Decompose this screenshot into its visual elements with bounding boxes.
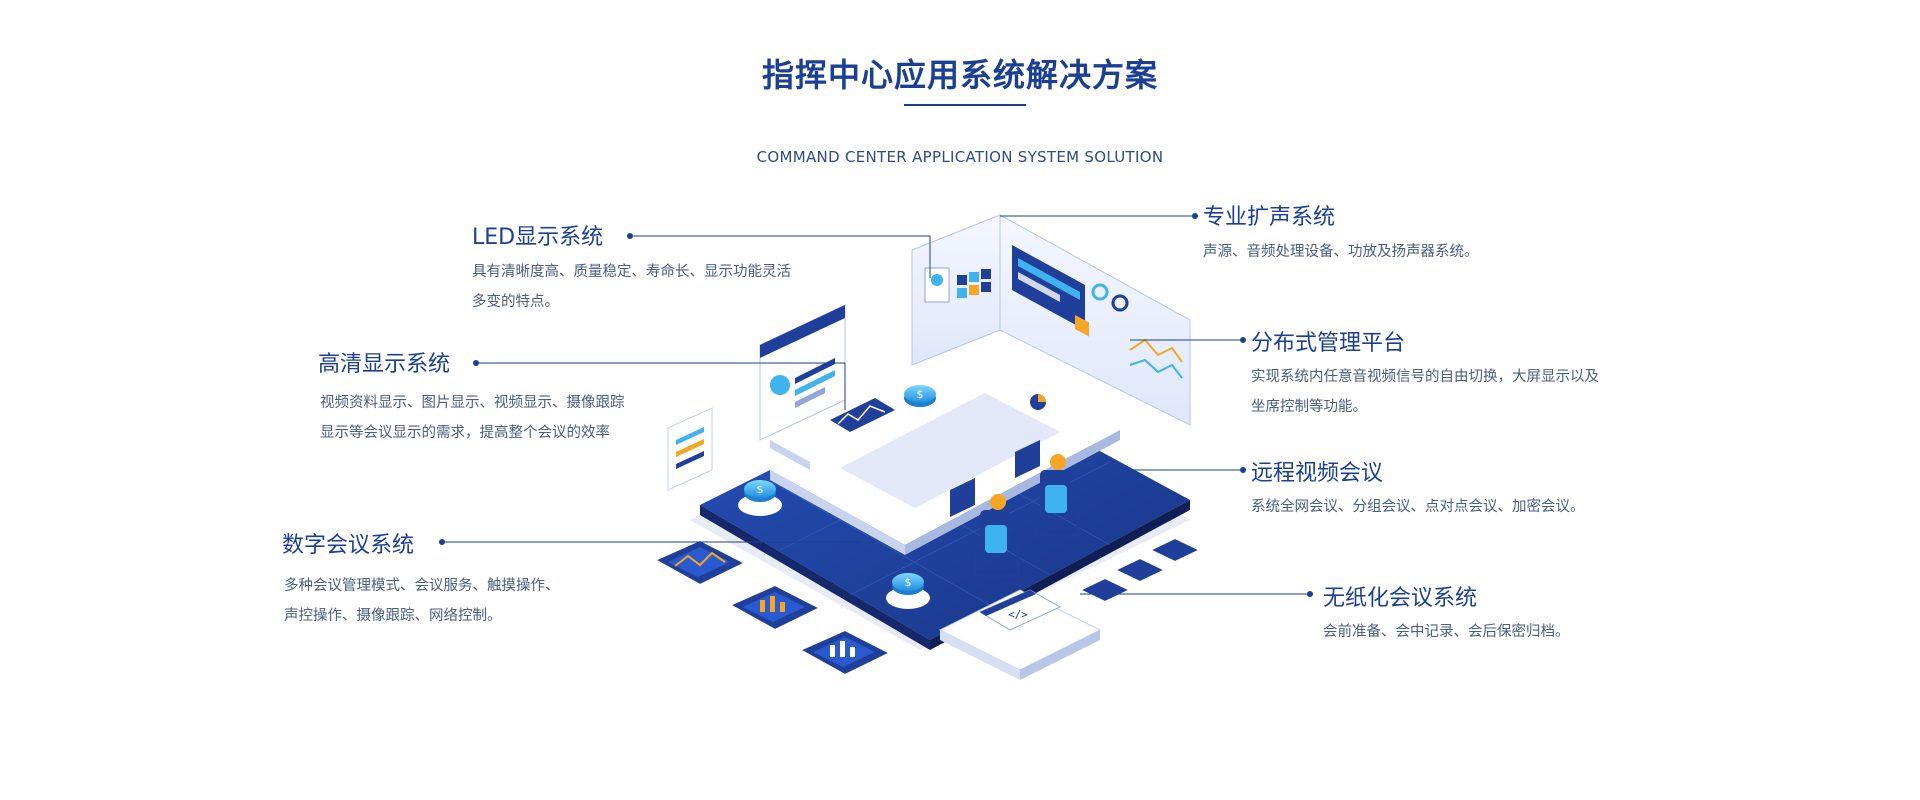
feature-title-led: LED显示系统 [472, 225, 604, 250]
feature-desc-line: 多种会议管理模式、会议服务、触摸操作、 [284, 578, 560, 594]
pie-chart-icon [1010, 385, 1080, 420]
feature-title-audio: 专业扩声系统 [1203, 205, 1336, 230]
connector-dots [439, 213, 1313, 597]
led-wall-panel [911, 214, 1191, 426]
svg-text:$: $ [917, 388, 924, 401]
feature-desc-paperless: 会前准备、会中记录、会后保密归档。 [1323, 617, 1570, 647]
feature-title-paperless: 无纸化会议系统 [1323, 586, 1478, 611]
feature-desc-remote: 系统全网会议、分组会议、点对点会议、加密会议。 [1251, 492, 1585, 522]
dollar-coin-icon: $ [738, 480, 782, 516]
bar-chart-icon [727, 583, 823, 632]
page-subtitle: COMMAND CENTER APPLICATION SYSTEM SOLUTI… [756, 148, 1164, 166]
feature-desc-line: 实现系统内任意音视频信号的自由切换，大屏显示以及 [1251, 369, 1599, 385]
dollar-coin-icon: $ [898, 385, 942, 421]
feature-title-digital: 数字会议系统 [282, 533, 415, 558]
feature-title-hd: 高清显示系统 [318, 352, 451, 377]
person-figure [973, 494, 1020, 577]
feature-desc-line: 系统全网会议、分组会议、点对点会议、加密会议。 [1251, 499, 1585, 515]
floating-chart-card [667, 407, 713, 491]
feature-desc-digital: 多种会议管理模式、会议服务、触摸操作、 声控操作、摄像跟踪、网络控制。 [284, 571, 560, 631]
page-title: 指挥中心应用系统解决方案 [761, 56, 1158, 94]
feature-title-distributed: 分布式管理平台 [1251, 331, 1406, 356]
code-icon: </> [1008, 608, 1028, 621]
feature-desc-line: 具有清晰度高、质量稳定、寿命长、显示功能灵活 [472, 264, 791, 280]
feature-desc-line: 声控操作、摄像跟踪、网络控制。 [284, 608, 502, 624]
connector-lines [442, 215, 1310, 595]
feature-desc-led: 具有清晰度高、质量稳定、寿命长、显示功能灵活 多变的特点。 [472, 257, 791, 317]
bar-chart-icon [797, 628, 893, 677]
person-figure [1033, 454, 1080, 537]
svg-text:$: $ [757, 483, 764, 496]
feature-desc-hd: 视频资料显示、图片显示、视频显示、摄像跟踪 显示等会议显示的需求，提高整个会议的… [320, 388, 625, 448]
feature-desc-line: 坐席控制等功能。 [1251, 399, 1367, 415]
title-underline [904, 104, 1026, 106]
dollar-coin-icon: $ [886, 573, 930, 609]
svg-text:$: $ [905, 576, 912, 589]
feature-desc-line: 视频资料显示、图片显示、视频显示、摄像跟踪 [320, 395, 625, 411]
feature-desc-line: 会前准备、会中记录、会后保密归档。 [1323, 624, 1570, 640]
hd-display-screen [759, 304, 846, 441]
feature-desc-line: 多变的特点。 [472, 294, 559, 310]
feature-desc-distributed: 实现系统内任意音视频信号的自由切换，大屏显示以及 坐席控制等功能。 [1251, 362, 1599, 422]
feature-desc-line: 显示等会议显示的需求，提高整个会议的效率 [320, 425, 610, 441]
feature-desc-audio: 声源、音频处理设备、功放及扬声器系统。 [1203, 237, 1479, 267]
feature-desc-line: 声源、音频处理设备、功放及扬声器系统。 [1203, 244, 1479, 260]
laptop-screen [950, 440, 1040, 517]
paperless-panel: </> [938, 589, 1102, 680]
feature-title-remote: 远程视频会议 [1251, 461, 1384, 486]
floor-tile [1077, 536, 1203, 604]
bar-chart-icon [652, 538, 748, 587]
left-dais [770, 390, 910, 470]
